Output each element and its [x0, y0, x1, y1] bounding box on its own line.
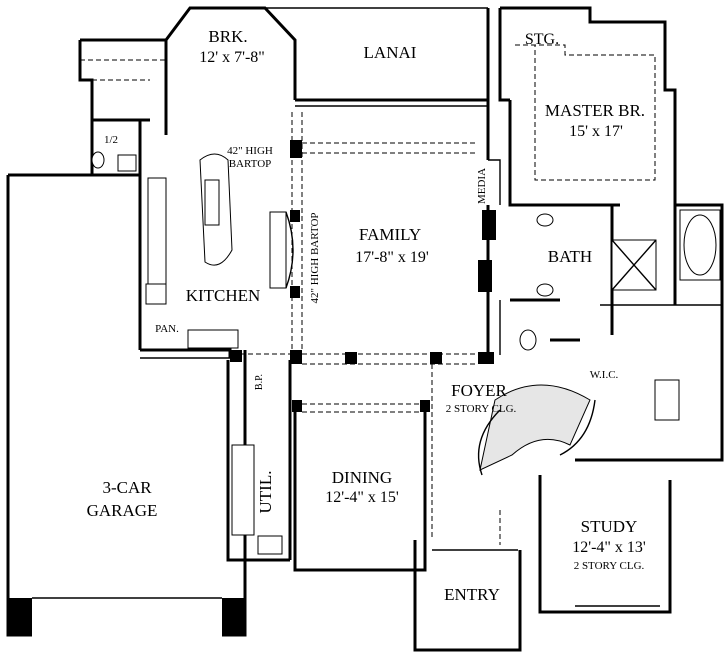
breakfast-size: 12' x 7'-8": [199, 49, 265, 66]
walls: [6, 6, 724, 652]
study-size: 12'-4" x 13': [572, 539, 646, 556]
bath-name: BATH: [548, 247, 592, 266]
media-label: MEDIA: [476, 168, 488, 204]
study-note: 2 STORY CLG.: [574, 560, 645, 572]
bartop-kitchen-line1: 42" HIGH: [227, 145, 273, 157]
garage-line2: GARAGE: [87, 501, 158, 520]
fixtures: [91, 151, 721, 555]
dining-size: 12'-4" x 15': [325, 489, 399, 506]
master-name: MASTER BR.: [545, 101, 645, 120]
kitchen-name: KITCHEN: [186, 286, 261, 305]
garage-line1: 3-CAR: [102, 478, 152, 497]
bartop-family-label: 42" HIGH BARTOP: [309, 212, 321, 303]
bartop-kitchen-line2: BARTOP: [229, 158, 272, 170]
dining-name: DINING: [332, 468, 392, 487]
pantry-name: PAN.: [155, 323, 179, 335]
columns: [230, 140, 496, 412]
wic-name: W.I.C.: [590, 369, 619, 381]
foyer-name: FOYER: [451, 381, 507, 400]
half-bath-name: 1/2: [104, 134, 118, 146]
foyer-note: 2 STORY CLG.: [446, 403, 517, 415]
bp-name: B.P.: [254, 374, 265, 390]
family-name: FAMILY: [359, 225, 421, 244]
study-name: STUDY: [581, 517, 638, 536]
lanai-name: LANAI: [364, 43, 417, 62]
utility-name: UTIL.: [256, 471, 275, 514]
master-size: 15' x 17': [569, 123, 623, 140]
storage-name: STG.: [525, 31, 559, 48]
breakfast-name: BRK.: [208, 27, 247, 46]
entry-name: ENTRY: [444, 585, 500, 604]
family-size: 17'-8" x 19': [355, 249, 429, 266]
dashed-lines: [80, 44, 656, 545]
